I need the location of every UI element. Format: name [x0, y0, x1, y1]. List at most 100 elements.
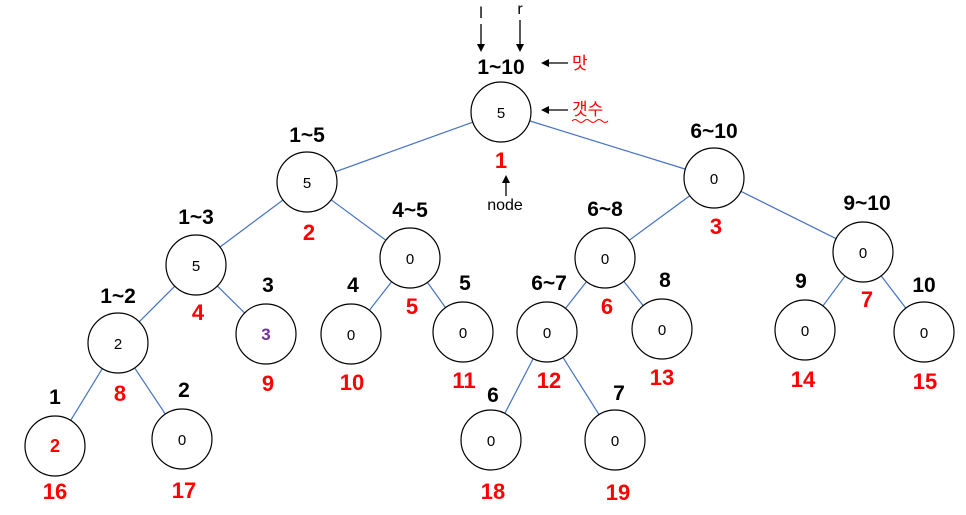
- node-range-label: 1: [49, 386, 61, 409]
- node-circle: [276, 151, 338, 213]
- node-count: 0: [406, 251, 414, 268]
- count-note: 갯수: [572, 100, 603, 119]
- l-pointer-label: l: [479, 5, 483, 22]
- node-range-label: 6~7: [531, 272, 567, 295]
- node-index-label: 7: [861, 287, 873, 312]
- node-circle: [320, 303, 382, 365]
- node-index-label: 15: [913, 369, 937, 394]
- tree-edge: [628, 195, 691, 241]
- node-range-label: 2: [178, 379, 190, 402]
- tree-node: 0 5 11: [432, 272, 494, 393]
- node-index-label: 13: [650, 365, 674, 390]
- node-index-label: 1: [495, 148, 507, 173]
- tree-node: 51~34: [165, 206, 227, 325]
- tree-edge: [426, 282, 447, 308]
- node-count: 2: [50, 436, 60, 456]
- tree-edge: [219, 199, 284, 248]
- node-circle: [24, 415, 86, 477]
- node-count: 0: [487, 433, 495, 450]
- node-range-label: 5: [459, 272, 471, 295]
- tree-edge: [335, 121, 473, 173]
- tree-node: 0 4~5 5: [379, 199, 441, 319]
- node-count: 0: [601, 251, 609, 268]
- node-index-label: 5: [406, 294, 418, 319]
- pointer-annotations: l r 맛 갯수 node: [477, 1, 609, 214]
- count-note-underline: [571, 119, 609, 123]
- node-index-label: 14: [791, 367, 816, 392]
- node-count: 5: [497, 105, 505, 122]
- tree-edge: [565, 281, 587, 309]
- node-count: 0: [920, 325, 928, 342]
- tree-nodes: 51~10151~5206~10351~3404~5506~8609~10721…: [24, 56, 955, 505]
- tree-edges: [70, 120, 907, 421]
- node-range-label: 4~5: [392, 199, 428, 222]
- tree-edge: [70, 368, 103, 421]
- node-circle: [893, 301, 955, 363]
- tree-edge: [740, 190, 837, 240]
- tree-edge: [504, 358, 534, 414]
- node-circle: [470, 81, 532, 143]
- node-circle: [165, 234, 227, 296]
- node-range-label: 6~10: [690, 120, 737, 143]
- tree-node: 21~28: [87, 285, 149, 406]
- tree-node: 339: [235, 274, 297, 396]
- node-count: 0: [710, 171, 718, 188]
- node-circle: [832, 221, 894, 283]
- node-count: 3: [261, 325, 270, 344]
- node-index-label: 8: [114, 381, 126, 406]
- tree-edge: [880, 275, 907, 309]
- node-range-label: 9: [795, 270, 807, 293]
- node-circle: [574, 227, 636, 289]
- node-circle: [460, 409, 522, 471]
- node-index-label: 2: [303, 220, 315, 245]
- tree-node: 5 1~5 2: [276, 124, 338, 245]
- tree-edge: [138, 285, 176, 323]
- node-range-label: 4: [347, 274, 359, 297]
- tree-node: 06~712: [516, 272, 578, 393]
- r-pointer-label: r: [517, 1, 523, 18]
- node-count: 0: [801, 323, 809, 340]
- tree-node: 5 1~10 1: [470, 56, 532, 173]
- node-index-label: 6: [601, 294, 613, 319]
- node-index-label: 4: [192, 300, 205, 325]
- node-count: 0: [347, 327, 355, 344]
- node-circle: [774, 299, 836, 361]
- tree-edge: [562, 357, 600, 415]
- node-range-label: 1~10: [477, 56, 524, 79]
- node-count: 0: [611, 433, 619, 450]
- tree-edge: [330, 199, 387, 241]
- tree-node: 09~107: [832, 192, 894, 312]
- node-index-label: 17: [172, 478, 196, 503]
- node-circle: [432, 301, 494, 363]
- tree-edge: [529, 120, 686, 170]
- node-circle: [87, 312, 149, 374]
- node-circle: [379, 227, 441, 289]
- node-circle: [151, 408, 213, 470]
- node-range-label: 3: [262, 274, 274, 297]
- node-range-label: 1~5: [289, 124, 325, 147]
- tree-edge: [216, 285, 246, 314]
- node-count: 0: [459, 325, 467, 342]
- node-range-label: 6~8: [587, 198, 623, 221]
- node-count: 5: [303, 175, 311, 192]
- node-range-label: 9~10: [843, 192, 890, 215]
- tree-edge: [134, 367, 166, 415]
- tree-edge: [368, 281, 393, 311]
- node-circle: [683, 147, 745, 209]
- node-range-label: 8: [659, 269, 671, 292]
- node-range-label: 7: [613, 382, 625, 405]
- range-note: 맛: [572, 54, 588, 73]
- node-circle: [235, 303, 297, 365]
- tree-edge: [822, 275, 846, 307]
- node-index-label: 3: [710, 214, 722, 239]
- tree-node: 0 9 14: [774, 270, 836, 392]
- tree-edge: [623, 281, 644, 306]
- node-index-label: 11: [452, 368, 475, 393]
